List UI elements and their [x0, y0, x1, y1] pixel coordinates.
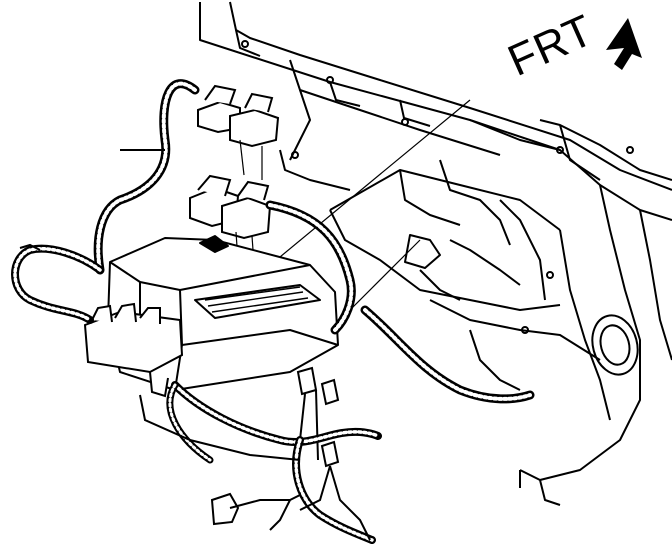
relay-block: [83, 302, 184, 398]
wire-harness: [11, 79, 535, 544]
thin-wires: [19, 149, 371, 541]
connector-upper: [197, 84, 280, 180]
dash-panel-bracket: [199, 1, 672, 506]
control-module: [107, 235, 339, 391]
connector-bottom: [210, 366, 340, 526]
front-direction-arrow-icon: [606, 18, 642, 70]
connector-lower: [189, 174, 272, 293]
